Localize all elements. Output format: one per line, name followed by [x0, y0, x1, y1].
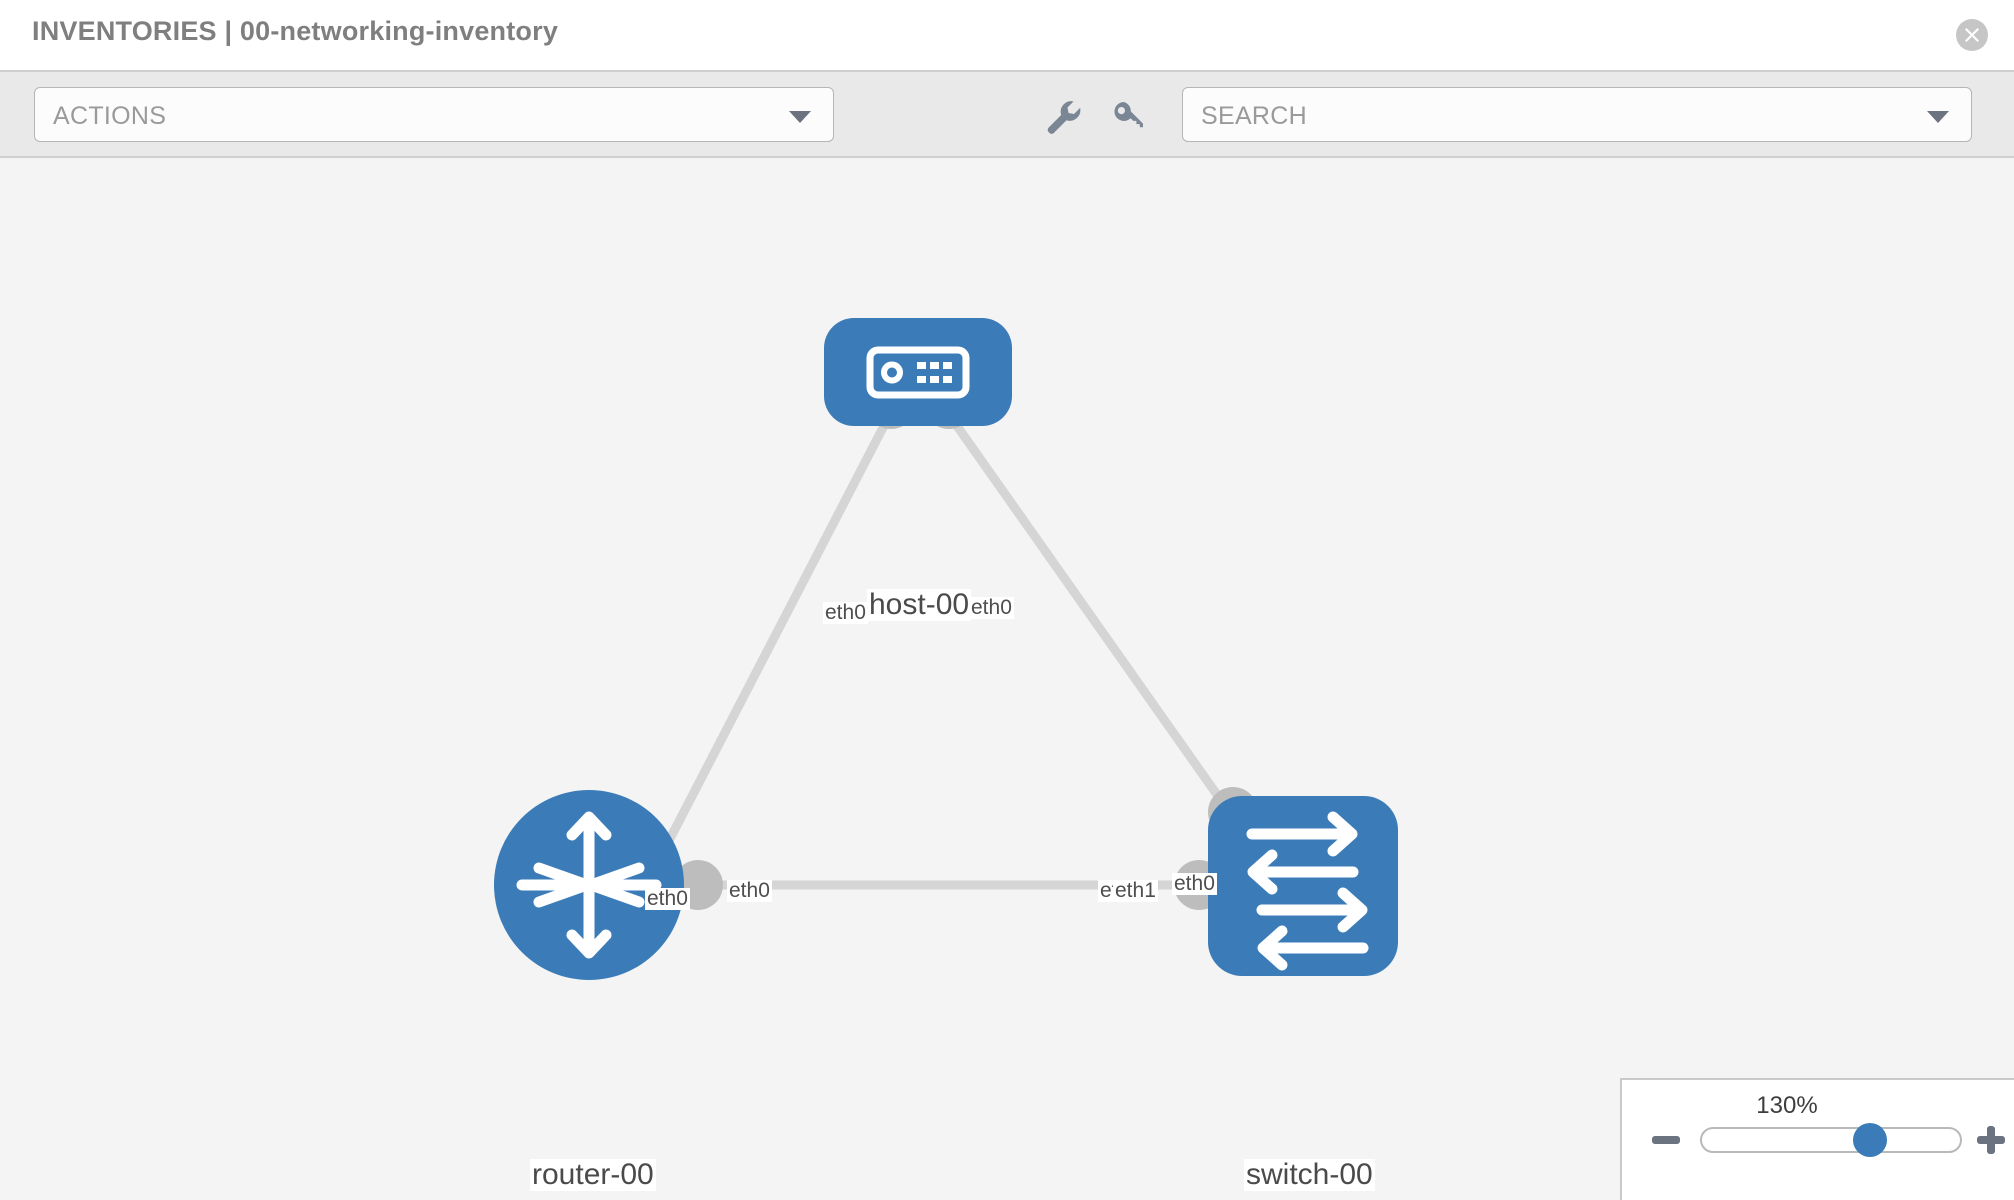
- plus-icon[interactable]: [1977, 1126, 2005, 1154]
- topology-graph: [494, 318, 1398, 980]
- zoom-slider-thumb[interactable]: [1853, 1123, 1887, 1157]
- zoom-control-panel: 130%: [1620, 1078, 2014, 1200]
- interface-label: eth1: [1113, 879, 1158, 903]
- server-icon: [866, 346, 970, 399]
- node-host-00[interactable]: [824, 318, 1012, 426]
- zoom-level-value: 130%: [1756, 1092, 1818, 1119]
- interface-label: eth0: [645, 887, 690, 911]
- chevron-down-icon: [789, 111, 811, 123]
- chevron-down-icon: [1927, 111, 1949, 123]
- switch-arrows-icon: [1246, 811, 1369, 971]
- page-title: INVENTORIES | 00-networking-inventory: [32, 16, 559, 46]
- wrench-icon[interactable]: [1040, 94, 1084, 138]
- toolbar: ACTIONS SEARCH: [0, 70, 2014, 158]
- interface-label: eth0: [969, 596, 1014, 620]
- link-host-switch: [946, 413, 1236, 819]
- node-switch-00[interactable]: [1208, 796, 1398, 976]
- interface-label: eth0: [1172, 872, 1217, 896]
- actions-dropdown[interactable]: ACTIONS: [34, 87, 834, 142]
- close-icon[interactable]: [1956, 19, 1988, 51]
- zoom-slider-track[interactable]: [1700, 1127, 1962, 1153]
- node-router-00[interactable]: [494, 790, 684, 980]
- topology-canvas[interactable]: eth0 eth0 eth0 eth0 eth0 eth0 eth1 host-…: [0, 158, 2014, 1200]
- search-placeholder: SEARCH: [1201, 102, 1307, 130]
- node-label-host-00: host-00: [867, 588, 972, 621]
- window-header: INVENTORIES | 00-networking-inventory: [0, 0, 2014, 70]
- actions-dropdown-label: ACTIONS: [53, 102, 167, 130]
- interface-label: eth0: [823, 601, 868, 625]
- node-label-switch-00: switch-00: [1244, 1158, 1375, 1191]
- minus-icon[interactable]: [1652, 1136, 1680, 1144]
- link-host-router: [656, 413, 893, 861]
- node-label-router-00: router-00: [530, 1158, 656, 1191]
- router-arrows-icon: [516, 811, 662, 959]
- interface-label: eth0: [727, 879, 772, 903]
- key-icon[interactable]: [1108, 94, 1152, 138]
- search-input[interactable]: SEARCH: [1182, 87, 1972, 142]
